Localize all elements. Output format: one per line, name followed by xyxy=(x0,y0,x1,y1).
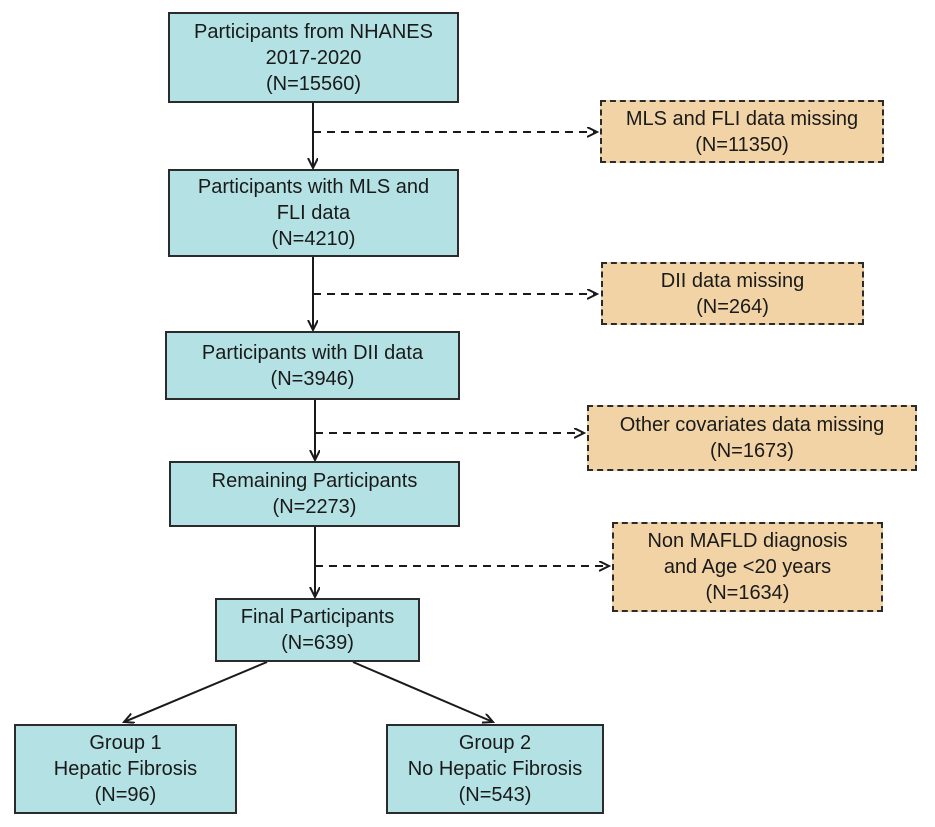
box-line: (N=639) xyxy=(281,632,354,654)
box-line: (N=2273) xyxy=(272,496,357,518)
box-line: Participants from NHANES xyxy=(194,20,433,43)
box-line: Final Participants xyxy=(240,606,395,628)
box-line: DII data missing xyxy=(660,269,805,292)
box-line: (N=543) xyxy=(458,784,532,806)
box-exclusion-covariates-missing: Other covariates data missing (N=1673) xyxy=(587,405,917,471)
box-line: FLI data xyxy=(276,202,351,224)
box-group-1-hepatic-fibrosis: Group 1 Hepatic Fibrosis (N=96) xyxy=(14,724,237,814)
box-line: (N=96) xyxy=(94,784,157,806)
box-line: MLS and FLI data missing xyxy=(625,107,859,130)
arrow-to-group-1 xyxy=(124,661,268,722)
box-mls-fli-data: Participants with MLS and FLI data (N=42… xyxy=(168,169,459,257)
box-line: (N=1673) xyxy=(710,440,794,462)
box-line: No Hepatic Fibrosis xyxy=(407,758,583,780)
box-group-2-no-hepatic-fibrosis: Group 2 No Hepatic Fibrosis (N=543) xyxy=(386,724,604,814)
box-line: (N=15560) xyxy=(265,72,362,95)
box-line: (N=1634) xyxy=(705,582,790,604)
box-line: 2017-2020 xyxy=(265,46,362,69)
box-line: Group 1 xyxy=(89,732,162,754)
box-exclusion-mls-fli-missing: MLS and FLI data missing (N=11350) xyxy=(600,100,884,163)
box-final-participants: Final Participants (N=639) xyxy=(215,598,420,662)
box-initial-participants: Participants from NHANES 2017-2020 (N=15… xyxy=(168,12,459,103)
arrow-to-group-2 xyxy=(352,661,493,722)
box-exclusion-non-mafld-age: Non MAFLD diagnosis and Age <20 years (N… xyxy=(612,522,883,612)
box-line: and Age <20 years xyxy=(663,556,832,578)
box-line: (N=3946) xyxy=(270,367,355,390)
box-dii-data: Participants with DII data (N=3946) xyxy=(165,331,460,400)
box-exclusion-dii-missing: DII data missing (N=264) xyxy=(601,262,864,325)
box-line: (N=4210) xyxy=(271,228,356,250)
box-line: Remaining Participants xyxy=(211,470,418,492)
box-line: Group 2 xyxy=(458,732,532,754)
box-remaining-participants: Remaining Participants (N=2273) xyxy=(169,461,460,527)
box-line: Participants with DII data xyxy=(201,341,424,364)
box-line: Other covariates data missing xyxy=(619,414,885,436)
box-line: Participants with MLS and xyxy=(197,176,430,198)
box-line: Non MAFLD diagnosis xyxy=(647,530,848,552)
box-line: (N=264) xyxy=(696,295,769,318)
box-line: (N=11350) xyxy=(695,133,789,156)
box-line: Hepatic Fibrosis xyxy=(53,758,198,780)
